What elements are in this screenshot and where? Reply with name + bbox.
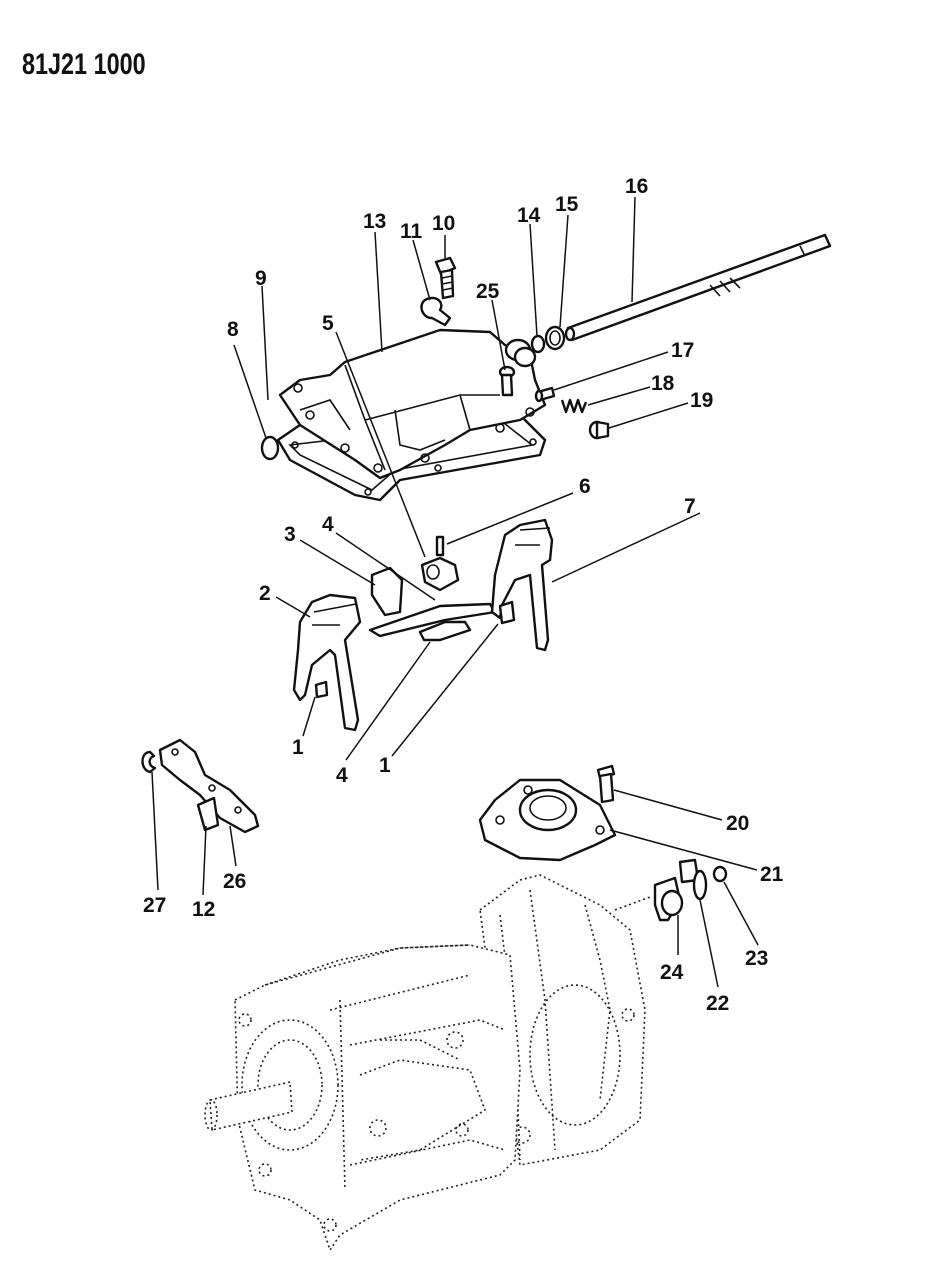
callout-14: 14 xyxy=(517,204,541,227)
callout-4: 4 xyxy=(322,513,334,536)
callout-23: 23 xyxy=(745,947,768,970)
detent-plug xyxy=(588,420,610,440)
document-number: 81J21 1000 xyxy=(22,48,146,81)
interlock-plate xyxy=(370,566,404,617)
retaining-clip xyxy=(141,750,157,774)
detent-spring xyxy=(560,398,588,414)
callout-4: 4 xyxy=(336,764,348,787)
shift-housing-cover xyxy=(278,328,547,480)
cover-bolt xyxy=(434,256,457,300)
shift-lever-block xyxy=(420,556,460,592)
callout-5: 5 xyxy=(322,312,334,335)
expansion-plug xyxy=(260,435,280,461)
o-ring xyxy=(530,334,546,354)
rail-seal xyxy=(544,325,566,351)
callout-19: 19 xyxy=(690,389,713,412)
callout-10: 10 xyxy=(432,212,455,235)
callout-1: 1 xyxy=(379,754,391,777)
callout-16: 16 xyxy=(625,175,648,198)
shift-fork-1-2 xyxy=(292,593,362,732)
callout-labels: 1 1 2 3 4 4 5 6 7 8 9 10 11 12 13 14 15 … xyxy=(143,175,784,1015)
callout-8: 8 xyxy=(227,318,239,341)
shift-lever-arm xyxy=(158,738,260,834)
lever-bracket xyxy=(653,858,700,922)
shift-fork-3-4 xyxy=(490,518,554,652)
callout-22: 22 xyxy=(706,992,729,1015)
callout-3: 3 xyxy=(284,523,296,546)
callout-12: 12 xyxy=(192,898,215,921)
bracket-washer xyxy=(692,869,708,901)
callout-13: 13 xyxy=(363,210,386,233)
housing-bolt xyxy=(498,365,516,397)
retainer-bolt xyxy=(596,764,616,804)
interlock-bracket xyxy=(418,620,472,642)
leader-lines xyxy=(151,196,759,988)
callout-6: 6 xyxy=(579,475,591,498)
callout-17: 17 xyxy=(671,339,694,362)
wire-clip xyxy=(420,296,452,327)
roll-pin xyxy=(435,535,445,557)
callout-1: 1 xyxy=(292,736,304,759)
callout-9: 9 xyxy=(255,267,267,290)
callout-18: 18 xyxy=(651,372,675,395)
detent-plunger xyxy=(534,386,556,403)
callout-26: 26 xyxy=(223,870,246,893)
shift-rail xyxy=(564,233,832,342)
callout-27: 27 xyxy=(143,894,166,917)
callout-15: 15 xyxy=(555,193,579,216)
callout-25: 25 xyxy=(476,280,500,303)
callout-2: 2 xyxy=(259,582,271,605)
shift-lever-retainer xyxy=(478,778,617,862)
callout-11: 11 xyxy=(400,220,423,243)
transmission-case xyxy=(204,874,651,1252)
callout-21: 21 xyxy=(760,863,784,886)
callout-20: 20 xyxy=(726,812,749,835)
callout-24: 24 xyxy=(660,961,684,984)
bracket-nut xyxy=(712,865,728,883)
callout-7: 7 xyxy=(684,495,696,518)
pivot-pin xyxy=(196,796,220,832)
